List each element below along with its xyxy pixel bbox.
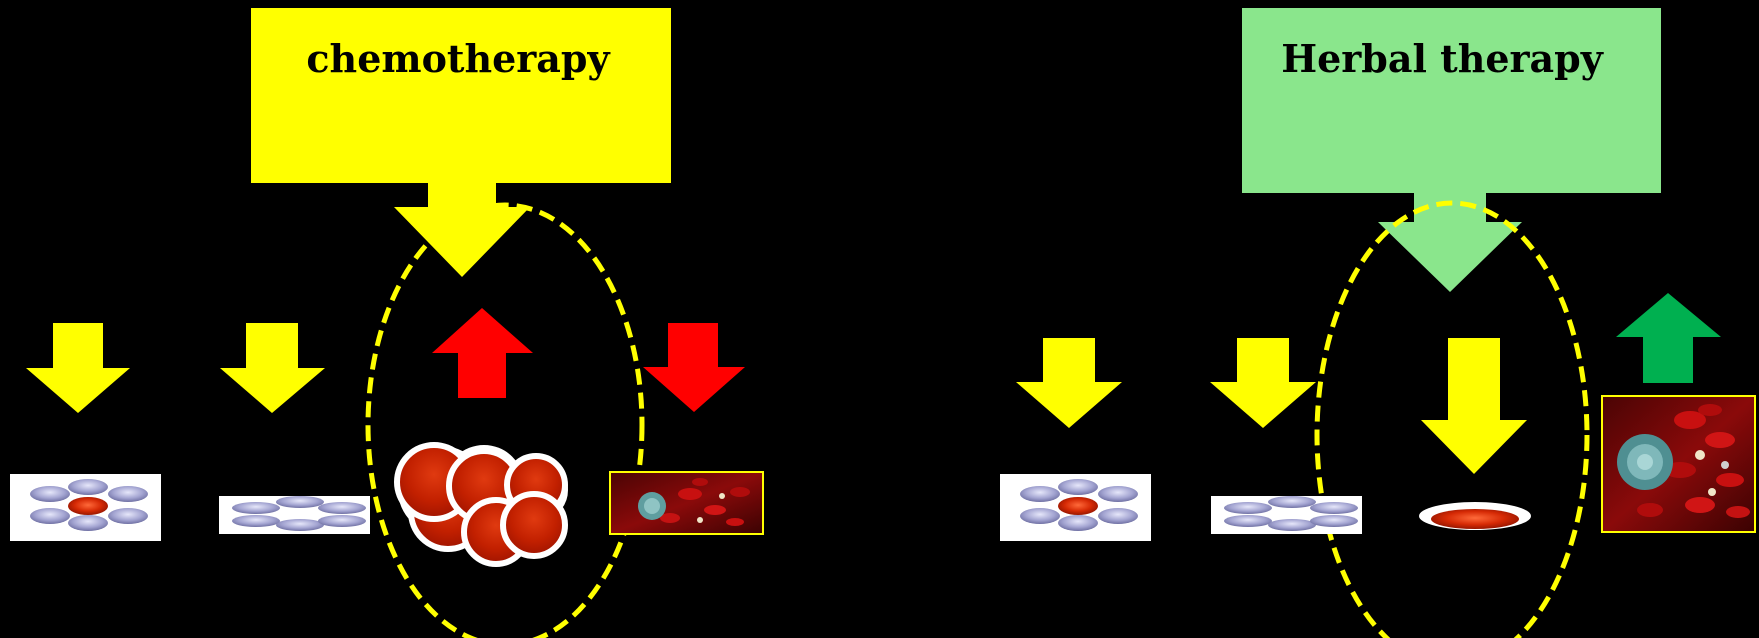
down-arrow-icon [220,323,325,413]
chemotherapy-panel: chemotherapy [10,8,764,638]
down-arrow-icon [1421,338,1527,474]
down-arrow-icon [1016,338,1122,428]
herbal-therapy-callout-shape [1242,8,1661,292]
chemotherapy-focus-ellipse [365,202,645,638]
herbal-therapy-panel: Herbal therapy [1000,8,1756,638]
herbal-therapy-label: Herbal therapy [1281,36,1604,81]
red-up-arrow-icon [432,308,533,398]
chemotherapy-label: chemotherapy [306,36,610,81]
bloodstream-virus-icon [609,471,764,535]
chemotherapy-callout: chemotherapy [251,8,671,277]
platelet-cluster-icon [1000,474,1151,541]
red-blood-cells-icon [394,442,568,567]
platelet-cluster-icon [10,474,161,541]
flat-cells-icon [1211,496,1362,534]
herbal-therapy-focus-ellipse [1314,200,1590,638]
single-red-cell-icon [1419,502,1531,530]
chemotherapy-callout-shape [251,8,671,277]
bloodstream-virus-icon [1601,395,1756,533]
red-down-arrow-icon [643,323,745,412]
herbal-therapy-callout: Herbal therapy [1242,8,1661,292]
green-up-arrow-icon [1616,293,1721,383]
down-arrow-icon [1210,338,1316,428]
down-arrow-icon [26,323,130,413]
flat-cells-icon [219,496,370,534]
